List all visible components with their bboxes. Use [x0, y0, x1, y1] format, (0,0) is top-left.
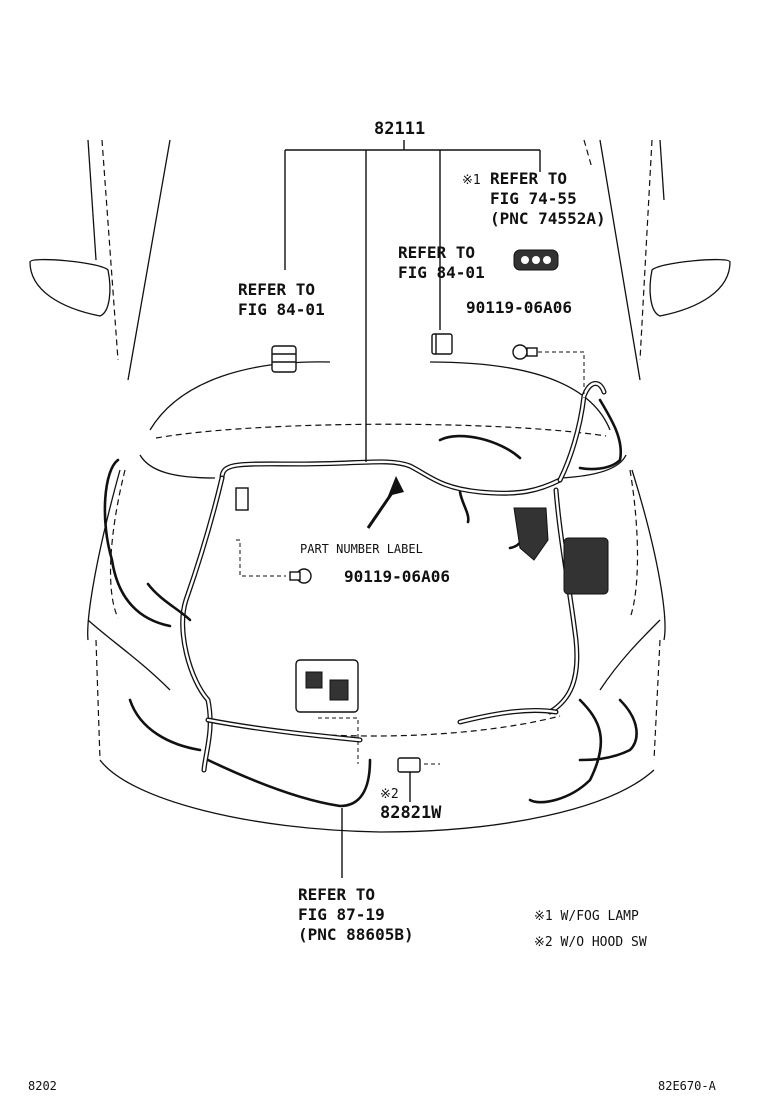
vehicle-outline — [29, 139, 731, 833]
refer-fog-line2: FIG 74-55 — [490, 189, 577, 208]
refer-left-line2: FIG 84-01 — [238, 300, 325, 319]
refer-bottom-line1: REFER TO — [298, 885, 375, 904]
bolt-lower-label: 90119-06A06 — [344, 567, 450, 586]
left-mirror — [29, 258, 111, 317]
footer-page-code: 8202 — [28, 1079, 57, 1093]
bolt-upper-label: 90119-06A06 — [466, 298, 572, 317]
refer-fog-line3: (PNC 74552A) — [490, 209, 606, 228]
engine-room-components — [235, 487, 609, 713]
fog-lamp-connector — [513, 249, 559, 271]
legend-item-fog-lamp: ※1 W/FOG LAMP — [534, 909, 639, 924]
relay-block — [563, 537, 609, 595]
labels: 82111 REFER TO FIG 84-01 REFER TO FIG 84… — [28, 119, 717, 1093]
right-mirror — [649, 258, 731, 317]
ground-connector — [235, 487, 249, 511]
refer-bottom-line3: (PNC 88605B) — [298, 925, 414, 944]
refer-mid-line1: REFER TO — [398, 243, 475, 262]
hood-switch — [397, 757, 421, 773]
bolt-upper — [512, 344, 538, 360]
abs-actuator — [295, 659, 359, 713]
refer-fog-line1: REFER TO — [490, 169, 567, 188]
hood-sw-mark: ※2 — [380, 787, 399, 802]
part-number-label-text: PART NUMBER LABEL — [300, 542, 423, 556]
clip-left — [271, 345, 297, 373]
engine-room-harness — [103, 381, 638, 808]
refer-left-line1: REFER TO — [238, 280, 315, 299]
refer-mid-line2: FIG 84-01 — [398, 263, 485, 282]
legend-item-hood-sw: ※2 W/O HOOD SW — [534, 935, 647, 950]
junction-bracket — [513, 507, 549, 561]
fog-mark: ※1 — [462, 173, 481, 188]
bolt-lower — [289, 568, 312, 584]
main-part-number: 82111 — [374, 119, 425, 139]
footer-illustration-code: 82E670-A — [658, 1079, 717, 1093]
leader-lines — [236, 140, 585, 878]
refer-bottom-line2: FIG 87-19 — [298, 905, 385, 924]
small-parts — [271, 249, 559, 773]
clip-mid — [431, 333, 453, 355]
hood-sw-part-number: 82821W — [380, 803, 442, 823]
